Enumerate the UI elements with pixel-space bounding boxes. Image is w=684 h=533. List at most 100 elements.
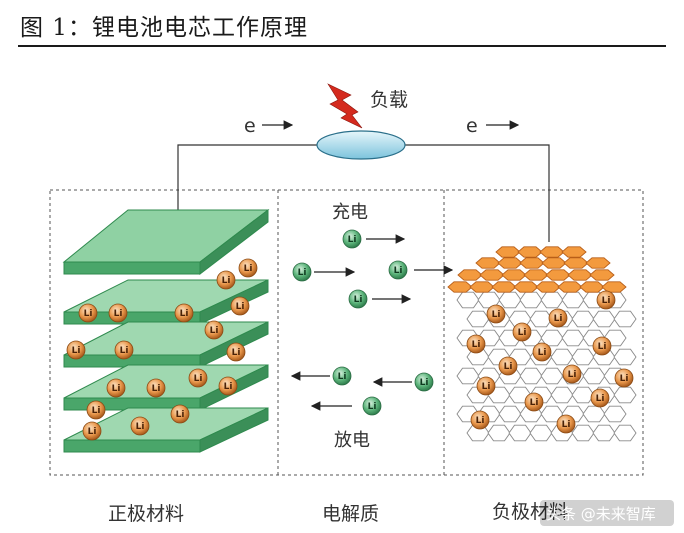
anode-hex-cell [540,329,564,347]
svg-text:Li: Li [518,328,527,338]
region-frames [49,189,644,476]
lithium-ion: Li [512,322,532,342]
svg-text:Li: Li [482,382,491,392]
anode-hex-cell [495,246,521,258]
load-element [316,130,406,160]
lithium-ion: Li [562,364,582,384]
anode-hex-cell [539,246,565,258]
anode-hex-cell [540,367,564,385]
lithium-ion: Li [66,340,86,360]
svg-text:Li: Li [244,264,253,274]
anode-hex-cell [563,257,589,269]
svg-text:Li: Li [92,406,101,416]
lithium-ion: Li [548,308,568,328]
electron-label-right: e [466,115,478,137]
anode-hex-cell [475,257,501,269]
anode-hex-cell [582,405,606,423]
anode-hex-cell [535,281,561,293]
anode-hex-cell [561,291,585,309]
lithium-ion: Li [332,366,352,386]
anode-hex-cell [519,367,543,385]
lithium-ion: Li [188,368,208,388]
svg-text:Li: Li [236,302,245,312]
lithium-ion: Li [216,270,236,290]
svg-text:Li: Li [530,398,539,408]
watermark: 头条 @未来智库 [540,500,674,526]
anode-hex-cell [469,281,495,293]
svg-text:Li: Li [504,362,513,372]
lithium-ion: Li [414,372,434,392]
anode-hex-cell [613,348,637,366]
anode-hex-cell [557,281,583,293]
anode-hex-cell [613,310,637,328]
anode-hex-cell [457,269,483,281]
svg-text:Li: Li [354,295,363,305]
svg-text:Li: Li [620,374,629,384]
circuit-wire [177,144,550,242]
discharge-arrows [290,371,412,411]
lithium-ion: Li [592,336,612,356]
anode-hex-cell [540,291,564,309]
anode-hex-cell [456,291,480,309]
anode-hex-cell [603,405,627,423]
lithium-ion: Li [114,340,134,360]
lithium-ion: Li [82,421,102,441]
lithium-ion: Li [78,303,98,323]
anode-hex-cell [585,257,611,269]
anode-hex-cell [589,269,615,281]
anode-hex-cell [571,424,595,442]
lithium-ion: Li [498,356,518,376]
anode-hex-cell [487,424,511,442]
lithium-ion: Li [170,404,190,424]
cathode-plate [62,208,270,276]
anode-hex-cell [501,269,527,281]
svg-text:Li: Li [120,346,129,356]
anode-hex-cell [529,310,553,328]
lithium-ion: Li [108,303,128,323]
lithium-ion: Li [466,334,486,354]
svg-text:Li: Li [368,402,377,412]
lithium-ion: Li [204,320,224,340]
lithium-ion: Li [106,378,126,398]
anode-hex-cell [466,310,490,328]
title-rule [18,45,666,47]
anode-hex-cell [592,424,616,442]
lithium-ion: Li [348,289,368,309]
load-label: 负载 [370,89,408,111]
svg-text:Li: Li [112,384,121,394]
svg-text:Li: Li [420,378,429,388]
anode-hex-cell [613,386,637,404]
lithium-ion: Li [486,304,506,324]
lithium-ion: Li [470,410,490,430]
cathode-label: 正极材料 [108,503,184,525]
anode-hex-cell [529,424,553,442]
svg-text:Li: Li [338,372,347,382]
svg-text:Li: Li [554,314,563,324]
lithium-ion: Li [238,258,258,278]
svg-text:Li: Li [72,346,81,356]
anode-hex-cell [447,281,473,293]
lithium-ion: Li [86,400,106,420]
discharge-label: 放电 [334,430,370,451]
anode-label: 负极材料 [492,501,568,523]
lithium-ion: Li [532,342,552,362]
lithium-ion: Li [146,378,166,398]
anode-hex-cell [571,348,595,366]
anode-hex-cell [498,405,522,423]
lithium-ion: Li [226,342,246,362]
cathode-plate [63,407,269,453]
anode-hex-cell [579,281,605,293]
anode-hex-cell [508,424,532,442]
electron-label-left: e [244,115,256,137]
svg-text:Li: Li [114,309,123,319]
lithium-ion: Li [130,416,150,436]
svg-text:Li: Li [538,348,547,358]
lithium-ion: Li [388,260,408,280]
lithium-ion: Li [362,396,382,416]
anode-hex-cell [571,310,595,328]
anode-hex-cell [567,269,593,281]
lithium-ion: Li [596,290,616,310]
